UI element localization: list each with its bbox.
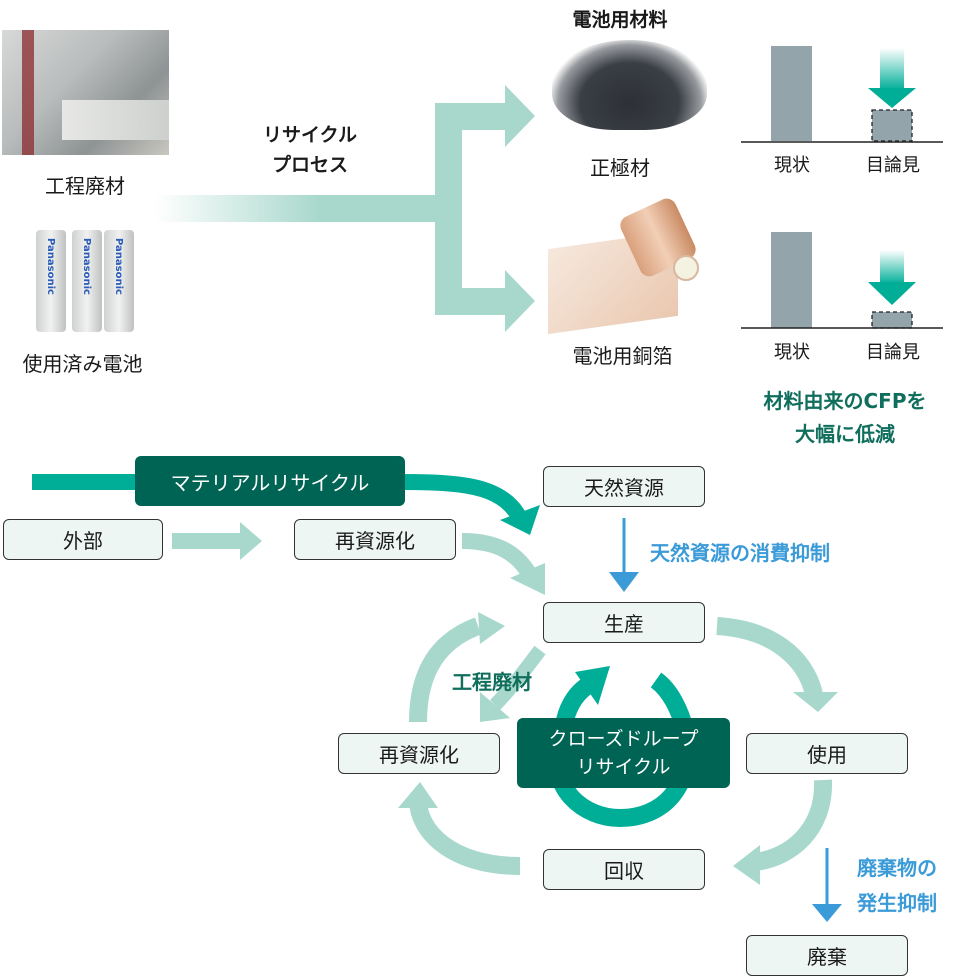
node-disposal: 廃棄	[746, 935, 908, 976]
node-natural-resources: 天然資源	[543, 466, 705, 507]
closed-loop-line1: クローズドループ	[548, 728, 699, 750]
input-label-used-battery: 使用済み電池	[22, 352, 143, 376]
battery-cells-photo: Panasonic Panasonic Panasonic	[36, 210, 138, 335]
closed-loop-ring	[547, 666, 696, 828]
node-external: 外部	[3, 519, 163, 560]
node-recycle: 再資源化	[338, 733, 500, 774]
closed-loop-line2: リサイクル	[576, 756, 671, 778]
closed-loop-label: クローズドループ リサイクル	[517, 718, 730, 788]
process-waste-label: 工程廃材	[452, 670, 532, 694]
battery-brand: Panasonic	[45, 238, 56, 295]
materials-title: 電池用材料	[572, 9, 668, 31]
chart2-category-target: 目論見	[866, 342, 920, 363]
factory-photo	[2, 30, 169, 155]
waste-arrow	[812, 848, 842, 922]
process-label-line1: リサイクル	[262, 124, 358, 146]
battery-brand: Panasonic	[113, 238, 124, 295]
cathode-powder-photo	[552, 40, 707, 130]
node-external-recycle: 再資源化	[294, 519, 456, 560]
chart1-category-target: 目論見	[866, 155, 920, 176]
chart1-category-current: 現状	[774, 155, 810, 176]
recycle-to-production-arrow	[461, 533, 537, 580]
natural-resource-arrow	[609, 518, 639, 592]
material-recycle-arrow	[32, 474, 540, 535]
cfp-chart-copper	[741, 232, 943, 329]
input-label-process-waste: 工程廃材	[45, 174, 125, 198]
cfp-chart-cathode	[741, 46, 943, 143]
battery-brand: Panasonic	[81, 238, 92, 295]
cfp-message-line1: 材料由来のCFPを	[763, 389, 927, 413]
waste-note-line2: 発生抑制	[857, 891, 937, 915]
material-label-copper-foil: 電池用銅箔	[572, 344, 673, 368]
natural-resources-note: 天然資源の消費抑制	[650, 541, 830, 565]
process-label-line2: プロセス	[271, 154, 348, 176]
bar-current	[771, 46, 812, 141]
material-label-cathode: 正極材	[590, 156, 650, 180]
reduction-arrow-icon	[868, 88, 916, 108]
copper-foil-photo	[548, 195, 708, 335]
external-to-recycle-arrow	[172, 522, 262, 560]
waste-note-line1: 廃棄物の	[857, 856, 937, 880]
chart2-category-current: 現状	[774, 342, 810, 363]
recycle-process-arrow	[155, 85, 535, 332]
bar-current	[771, 232, 812, 328]
material-recycle-label: マテリアルリサイクル	[135, 456, 405, 506]
node-production: 生産	[543, 602, 705, 643]
reduction-arrow-icon	[868, 282, 916, 305]
outer-loop-arrows	[398, 612, 838, 885]
cfp-message-line2: 大幅に低減	[795, 422, 895, 446]
bar-target	[871, 109, 913, 142]
node-use: 使用	[746, 733, 908, 774]
bar-target	[871, 311, 913, 329]
node-collection: 回収	[543, 849, 705, 890]
